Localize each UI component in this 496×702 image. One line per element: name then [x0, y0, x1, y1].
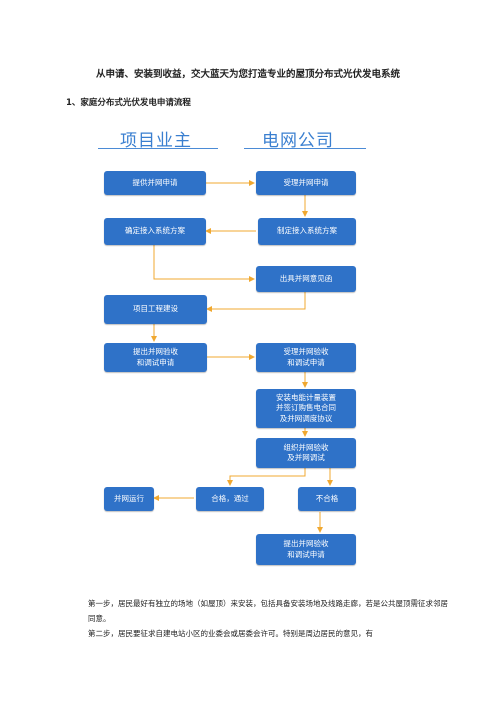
step-confirm-plan-owner: 确定接入系统方案 [104, 218, 206, 245]
arrow-opinion-to-construction [206, 292, 306, 312]
step-grid-operation: 并网运行 [104, 487, 154, 511]
step-resubmit: 提出并网验收 和调试申请 [256, 534, 356, 565]
paragraph-step1: 第一步，居民最好有独立的场地（如屋顶）来安装，包括具备安装场地及线路走廊，若是公… [88, 599, 448, 623]
grid-header-rule [244, 148, 366, 149]
arrow-confirm-to-opinion [153, 245, 255, 282]
arrow-organize-to-qualified [227, 468, 306, 486]
owner-header-rule [98, 148, 218, 149]
step-submit-application: 提供并网申请 [104, 171, 206, 195]
step-construction: 项目工程建设 [104, 295, 207, 324]
step-qualified: 合格，通过 [196, 487, 264, 511]
paragraph-step2: 第二步，居民要征求自建电站小区的业委会或居委会许可。特别是周边居民的意见，有 [88, 629, 373, 638]
grid-column-header: 电网公司 [262, 131, 334, 151]
owner-column-header: 项目业主 [120, 131, 192, 151]
step-accept-application: 受理并网申请 [256, 171, 356, 195]
step-unqualified: 不合格 [298, 487, 356, 511]
step-submit-acceptance: 提出并网验收 和调试申请 [104, 343, 207, 372]
step-issue-opinion: 出具并网意见函 [256, 266, 356, 292]
section-heading: 1、家庭分布式光伏发电申请流程 [66, 98, 191, 108]
step-formulate-plan: 制定接入系统方案 [258, 218, 356, 245]
step-organize-acceptance: 组织并网验收 及并网调试 [256, 438, 356, 468]
document-title: 从申请、安装到收益，交大蓝天为您打造专业的屋顶分布式光伏发电系统 [95, 69, 400, 80]
step-install-meter: 安装电能计量装置 并签订购售电合同 及并网调度协议 [256, 389, 356, 428]
step-accept-acceptance: 受理并网验收 和调试申请 [256, 343, 356, 372]
